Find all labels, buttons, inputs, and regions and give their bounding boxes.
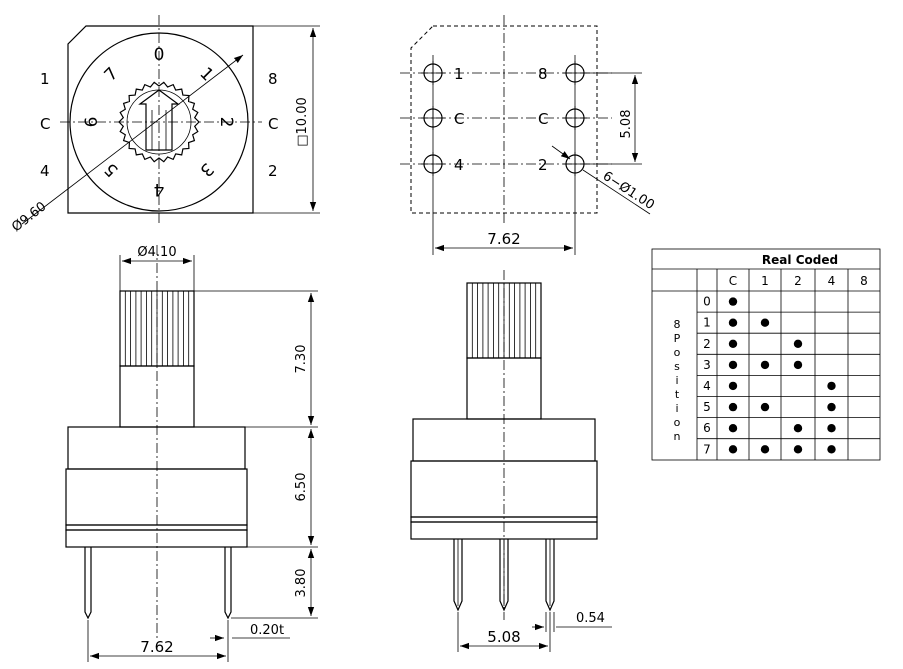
- dim-dia-leader: [21, 54, 244, 225]
- pin-hole: [563, 61, 587, 85]
- truth-table-dot: [793, 360, 803, 370]
- pin-view: 1 8 C C 4 2 5.08 7.62 6−Ø1.00: [400, 15, 657, 255]
- dim-thickness-label: 0.20t: [250, 623, 284, 638]
- truth-table-column-header: 4: [828, 274, 836, 288]
- side-view: Ø4.10 7.30 6.50 3.80 7.62 0.20t: [65, 245, 318, 662]
- dim-size-label: □10.00: [295, 97, 310, 147]
- dim-6-50-label: 6.50: [294, 473, 309, 502]
- pin-hole: [421, 152, 445, 176]
- truth-table-column-header: 1: [761, 274, 769, 288]
- top-right-label: 8: [268, 70, 278, 88]
- dial-number: 3: [196, 159, 218, 181]
- dim-hole-label: 6−Ø1.00: [600, 169, 657, 213]
- pin-label: 8: [538, 65, 548, 83]
- truth-table-group-label: o: [674, 416, 681, 429]
- truth-table-dot: [827, 381, 836, 391]
- dial-number: 6: [82, 117, 102, 128]
- terminal-pin: [545, 539, 555, 612]
- truth-table-dot: [760, 360, 770, 370]
- truth-table-dot: [728, 297, 738, 306]
- pin-label: C: [454, 110, 464, 128]
- dim-shaft-dia-label: Ø4.10: [137, 245, 176, 260]
- dim-3-80-label: 3.80: [294, 569, 309, 598]
- truth-table-dot: [728, 318, 738, 327]
- housing-lower: [65, 468, 248, 526]
- truth-table-group-label: P: [674, 332, 681, 345]
- truth-table-title: Real Coded: [762, 253, 838, 267]
- pin-label: 2: [538, 156, 548, 174]
- truth-table-column-header: 2: [794, 274, 802, 288]
- terminal-pin: [224, 547, 232, 620]
- dial-number: 4: [154, 179, 165, 199]
- truth-table-row-label: 5: [703, 400, 711, 414]
- truth-table-group-label: t: [675, 388, 680, 401]
- truth-table-dot: [827, 402, 836, 412]
- terminal-pin: [84, 547, 92, 620]
- front-view: 5.08 0.54: [410, 270, 612, 652]
- top-left-label: 1: [40, 70, 50, 88]
- truth-table-dot: [728, 339, 738, 348]
- truth-table-group-label: 8: [674, 318, 681, 331]
- dial-number: 0: [154, 45, 165, 65]
- pointer-arrow: [138, 89, 180, 151]
- base-plate: [65, 529, 248, 548]
- top-right-label: C: [268, 115, 278, 133]
- housing-upper: [67, 426, 246, 470]
- truth-table-row-label: 6: [703, 421, 711, 435]
- housing-flange: [65, 524, 248, 531]
- truth-table-row-label: 0: [703, 295, 711, 309]
- truth-table-dot: [827, 445, 836, 454]
- top-right-label: 2: [268, 162, 278, 180]
- dim-7-62-label: 7.62: [140, 638, 173, 656]
- pin-hole: [421, 106, 445, 130]
- truth-table-row-label: 3: [703, 358, 711, 372]
- dial-number: 7: [101, 64, 123, 86]
- truth-table-group-label: i: [675, 402, 678, 415]
- pin-label: 1: [454, 65, 464, 83]
- truth-table-group-label: o: [674, 346, 681, 359]
- truth-table-row-label: 7: [703, 442, 711, 456]
- dim-0-54-label: 0.54: [576, 611, 605, 626]
- truth-table-column-header: C: [729, 274, 737, 288]
- pin-hole: [563, 106, 587, 130]
- dial-number: 2: [216, 117, 236, 128]
- truth-table-group-label: s: [674, 360, 680, 373]
- truth-table-dot: [760, 445, 770, 454]
- truth-table-dot: [760, 318, 770, 327]
- top-left-label: C: [40, 115, 50, 133]
- top-view-body-outline: [67, 25, 254, 214]
- truth-table-dot: [760, 402, 770, 412]
- dim-7-30-label: 7.30: [294, 345, 309, 374]
- truth-table-row-label: 1: [703, 316, 711, 330]
- top-left-label: 4: [40, 162, 50, 180]
- truth-table-group-label: n: [674, 430, 681, 443]
- truth-table-dot: [793, 445, 803, 454]
- dial-number: 1: [196, 64, 218, 86]
- truth-table-row-label: 4: [703, 379, 711, 393]
- terminal-pin: [453, 539, 463, 612]
- truth-table-column-header: 8: [860, 274, 868, 288]
- truth-table-dot: [827, 424, 836, 433]
- pin-label: 4: [454, 156, 464, 174]
- truth-table-row-label: 2: [703, 337, 711, 351]
- truth-table-dot: [728, 402, 738, 412]
- dim-5-08-label: 5.08: [487, 628, 520, 646]
- truth-table-dot: [793, 424, 803, 433]
- truth-table-dot: [728, 381, 738, 391]
- truth-table-dot: [728, 445, 738, 454]
- dim-dia-label: Ø9.60: [9, 199, 49, 235]
- pin-hole: [563, 152, 587, 176]
- terminal-pin: [499, 539, 509, 612]
- dim-pitch-v-label: 5.08: [619, 110, 634, 139]
- truth-table-dot: [728, 424, 738, 433]
- truth-table-dot: [728, 360, 738, 370]
- pin-label: C: [538, 110, 548, 128]
- dim-pitch-h-label: 7.62: [487, 230, 520, 248]
- pin-hole: [421, 61, 445, 85]
- truth-table-group-label: i: [675, 374, 678, 387]
- truth-table-dot: [793, 339, 803, 348]
